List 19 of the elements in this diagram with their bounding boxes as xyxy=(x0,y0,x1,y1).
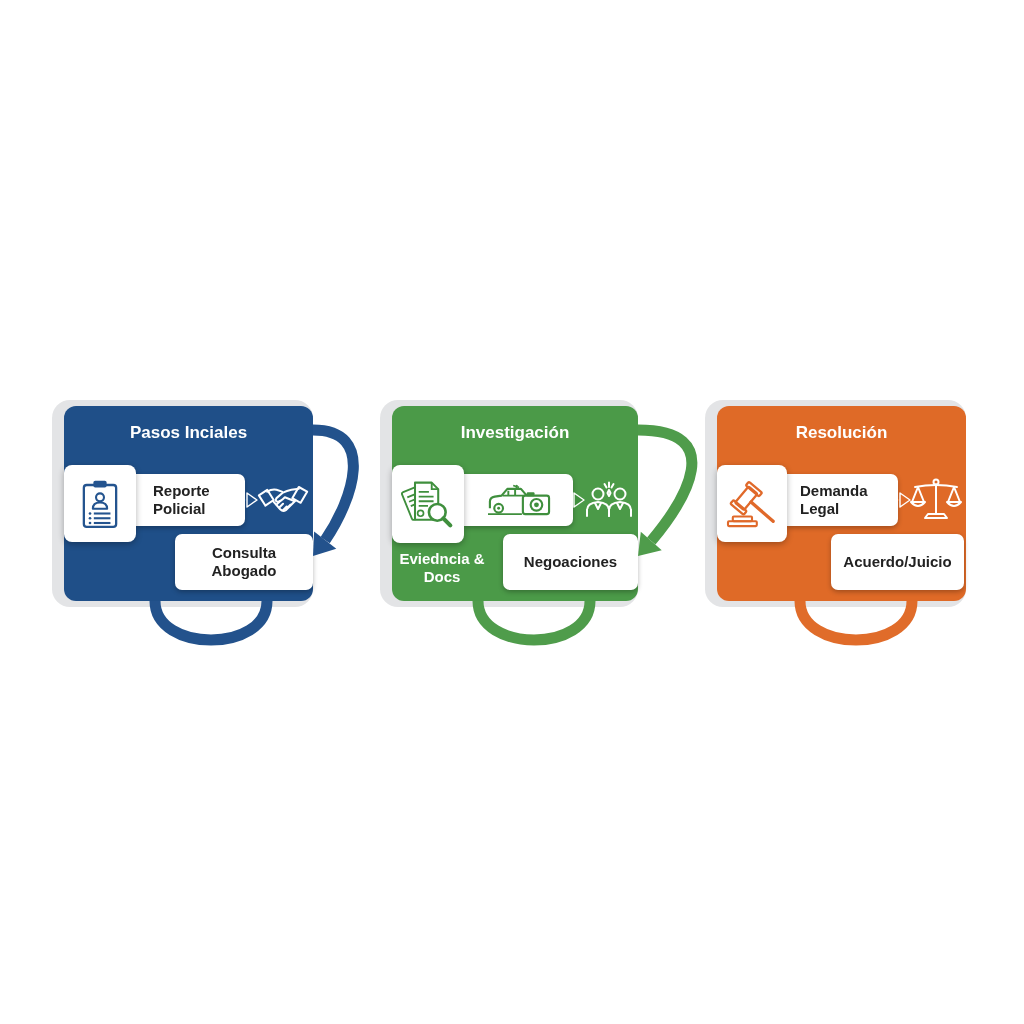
arrow xyxy=(572,492,585,508)
step-card: Reporte Policial xyxy=(136,474,245,526)
arrow xyxy=(897,492,911,508)
scales-icon xyxy=(910,478,962,520)
step-card: Negoaciones xyxy=(503,534,638,590)
people-icon xyxy=(584,481,634,517)
panel-title: Resolución xyxy=(795,423,888,443)
icon-tile xyxy=(64,465,136,542)
curved-arrow xyxy=(637,424,698,556)
arrow xyxy=(244,492,258,508)
icon-caption: Eviedncia & Docs xyxy=(398,550,486,586)
step-card: Acuerdo/Juicio xyxy=(831,534,964,590)
step-card: Consulta Abogado xyxy=(175,534,313,590)
step-card: Demanda Legal xyxy=(787,474,898,526)
image-card xyxy=(464,474,573,526)
panel-title: Pasos Inciales xyxy=(129,423,248,443)
panel-title: Investigación xyxy=(460,423,570,443)
icon-tile xyxy=(392,465,464,543)
icon-tile xyxy=(717,465,787,542)
